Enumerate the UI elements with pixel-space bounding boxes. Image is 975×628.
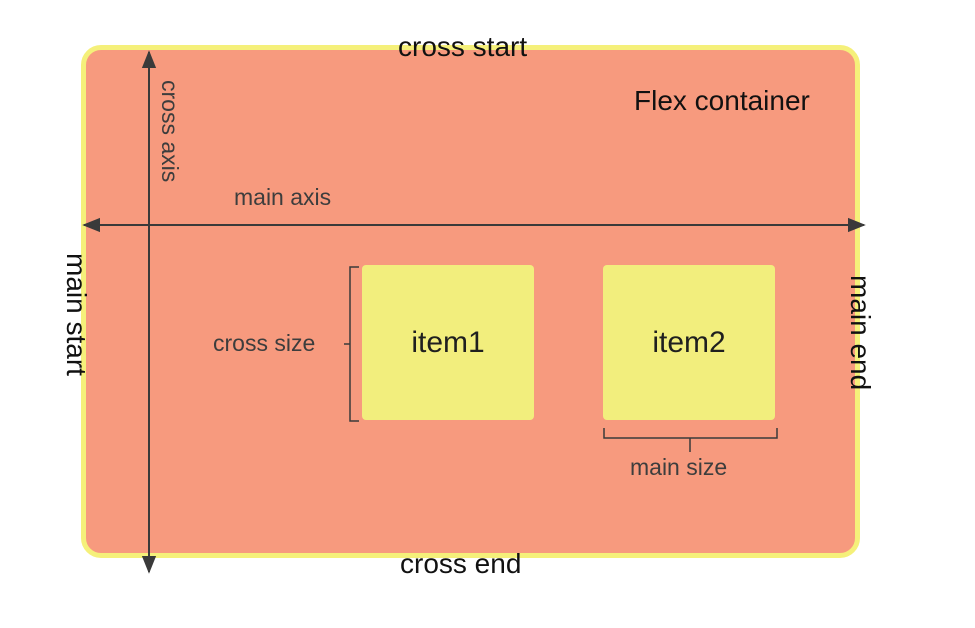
item1-label: item1 — [411, 325, 485, 359]
main-start-label: main start — [61, 253, 92, 376]
cross-size-label: cross size — [213, 330, 316, 356]
flex-item-1: item1 — [362, 265, 534, 420]
item2-label: item2 — [652, 325, 726, 359]
cross-size-bracket — [344, 266, 359, 422]
main-axis-label: main axis — [234, 184, 332, 210]
main-end-label: main end — [845, 275, 876, 391]
flex-item-2: item2 — [603, 265, 775, 420]
cross-start-label: cross start — [398, 31, 528, 62]
main-size-label: main size — [630, 454, 728, 480]
cross-end-label: cross end — [400, 548, 522, 579]
main-size-bracket — [603, 428, 778, 452]
flex-container-title: Flex container — [634, 85, 810, 116]
cross-axis-label: cross axis — [157, 80, 183, 183]
